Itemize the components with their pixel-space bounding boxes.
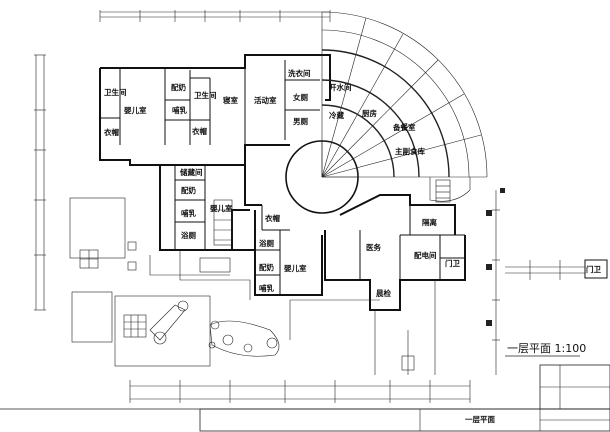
room-activity: 活动室 bbox=[254, 95, 277, 105]
room-nursing-mid: 哺乳 bbox=[181, 208, 196, 218]
room-labels: 婴儿室 卫生间 衣帽 配奶 哺乳 卫生间 衣帽 寝室 活动室 洗衣间 女厕 男厕… bbox=[104, 68, 601, 298]
room-bath-lower: 浴厕 bbox=[259, 238, 274, 248]
room-cloak-mid: 衣帽 bbox=[192, 126, 207, 136]
room-cloak-left: 衣帽 bbox=[104, 127, 119, 137]
stairs bbox=[213, 179, 451, 246]
titleblock-label: 一层平面 bbox=[465, 415, 495, 424]
dimension-lines bbox=[34, 10, 500, 403]
room-guard-booth: 门卫 bbox=[586, 264, 601, 274]
title-block bbox=[0, 355, 610, 432]
room-mens-wc: 男厕 bbox=[293, 117, 308, 126]
room-laundry: 洗衣间 bbox=[288, 68, 311, 78]
room-milk-prep-top: 配奶 bbox=[171, 82, 186, 92]
room-medical: 医务 bbox=[366, 242, 381, 252]
room-cloak-center: 衣帽 bbox=[265, 213, 280, 223]
column-markers bbox=[486, 188, 505, 326]
room-bath-mid: 浴厕 bbox=[181, 230, 196, 240]
room-milk-prep-lower: 配奶 bbox=[259, 262, 274, 272]
room-morning-check: 晨检 bbox=[376, 288, 391, 298]
room-milk-prep-mid: 配奶 bbox=[181, 185, 196, 195]
room-kitchen: 厨房 bbox=[362, 108, 377, 118]
site-yard bbox=[69, 197, 436, 375]
room-staple-store: 主副食库 bbox=[395, 146, 425, 156]
room-nursing-lower: 哺乳 bbox=[259, 283, 274, 293]
room-toilet-left-text: 卫生间 bbox=[104, 87, 127, 97]
kitchen-fan-wing bbox=[321, 11, 488, 202]
room-cold-storage: 冷藏 bbox=[329, 110, 344, 120]
building-walls bbox=[99, 54, 466, 311]
room-isolation: 隔离 bbox=[422, 217, 437, 227]
room-storage-mid: 储藏间 bbox=[180, 167, 203, 177]
room-prep: 备餐室 bbox=[392, 122, 416, 132]
entry-road bbox=[505, 259, 608, 280]
drawing-title: 一层平面 1:100 bbox=[507, 342, 586, 355]
room-toilet-mid: 卫生间 bbox=[194, 90, 217, 100]
room-toilet-left: 卫生间 bbox=[104, 87, 127, 97]
interior-partitions bbox=[100, 60, 465, 295]
room-nursing-top: 哺乳 bbox=[172, 105, 187, 115]
room-infant-room-mid: 婴儿室 bbox=[210, 203, 233, 213]
room-boiler: 开水间 bbox=[329, 82, 352, 92]
room-infant-room-left: 婴儿室 bbox=[124, 105, 147, 115]
room-womens-wc: 女厕 bbox=[293, 92, 308, 102]
room-bedroom: 寝室 bbox=[223, 95, 238, 105]
room-infant-room-lower: 婴儿室 bbox=[284, 263, 307, 273]
room-guard: 门卫 bbox=[445, 258, 460, 268]
room-switch: 配电间 bbox=[414, 250, 437, 260]
